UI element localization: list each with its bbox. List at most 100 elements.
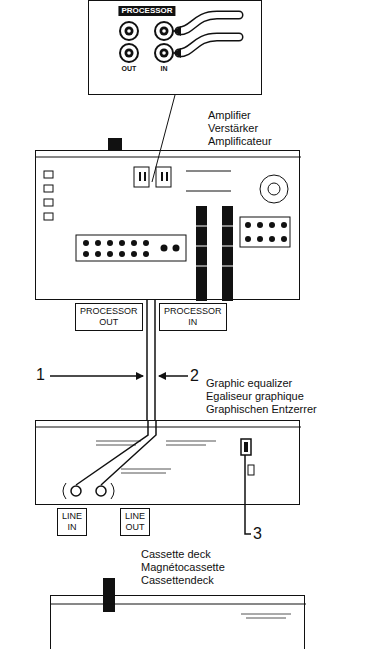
line-art xyxy=(143,251,149,257)
callout-number: 2 xyxy=(190,367,199,385)
line-art xyxy=(44,185,53,192)
line-art xyxy=(121,469,171,470)
line-art xyxy=(96,445,136,446)
line-art xyxy=(196,206,207,301)
line-art xyxy=(245,222,251,228)
line-art xyxy=(161,172,163,181)
jack-label-text: LINE IN xyxy=(62,511,82,533)
line-art xyxy=(162,51,166,55)
line-art xyxy=(155,22,173,40)
device-heading: Cassette deckMagnétocassetteCassettendec… xyxy=(141,548,225,587)
device-name: Egaliseur graphique xyxy=(206,390,317,403)
line-art xyxy=(281,236,287,242)
device-name: Cassettendeck xyxy=(141,574,225,587)
line-art xyxy=(166,441,216,442)
line-art xyxy=(179,15,239,53)
line-art xyxy=(127,29,131,33)
line-art xyxy=(257,236,263,242)
jack-label: LINE OUT xyxy=(120,508,150,536)
line-art xyxy=(139,172,141,181)
jack-name: PROCESSOR xyxy=(118,6,175,16)
device-name: Amplifier xyxy=(208,109,272,122)
line-art xyxy=(179,37,239,53)
line-art xyxy=(44,167,290,261)
line-art xyxy=(120,44,138,62)
line-art xyxy=(36,157,301,158)
line-art xyxy=(269,236,275,242)
line-art xyxy=(71,486,81,496)
line-art xyxy=(143,240,149,246)
line-art xyxy=(44,171,53,178)
jack-name: OUT xyxy=(122,64,137,73)
line-art xyxy=(196,266,207,267)
line-art xyxy=(144,172,146,181)
line-art xyxy=(186,171,231,172)
device-name: Magnétocassette xyxy=(141,561,225,574)
line-art xyxy=(44,199,53,206)
device-name: Graphic equalizer xyxy=(206,377,317,390)
line-art xyxy=(222,206,233,301)
callout-arrow xyxy=(159,375,188,377)
line-art xyxy=(96,486,106,496)
callout-number: 3 xyxy=(253,525,262,543)
callout-arrow xyxy=(50,375,143,377)
line-art xyxy=(44,213,53,220)
line-art xyxy=(127,51,131,55)
line-art xyxy=(241,614,291,615)
line-art xyxy=(257,222,263,228)
line-art xyxy=(173,48,181,58)
line-art xyxy=(186,191,231,192)
jack-label-text: LINE OUT xyxy=(125,511,145,533)
line-art xyxy=(107,240,113,246)
line-art xyxy=(76,235,186,261)
line-art xyxy=(268,183,280,195)
device-heading: Graphic equalizerEgaliseur graphiqueGrap… xyxy=(206,377,317,416)
amplifier-drawing xyxy=(36,151,299,299)
line-art xyxy=(125,27,169,58)
line-art xyxy=(246,618,286,619)
line-art xyxy=(281,222,287,228)
line-art xyxy=(241,439,251,455)
line-art xyxy=(179,37,239,53)
cassette-unit: Cassette deckMagnétocassetteCassettendec… xyxy=(50,595,305,649)
line-art xyxy=(240,217,290,247)
line-art xyxy=(119,240,125,246)
line-art xyxy=(269,222,275,228)
line-art xyxy=(131,240,137,246)
line-art xyxy=(160,49,169,58)
audio-cable xyxy=(146,300,148,420)
line-art xyxy=(166,172,168,181)
jack-label: PROCESSOR OUT xyxy=(75,303,143,331)
callout-number: 1 xyxy=(36,366,45,384)
line-art xyxy=(71,486,106,496)
line-art xyxy=(244,442,248,452)
line-art xyxy=(222,246,233,247)
line-art xyxy=(260,175,288,203)
line-art xyxy=(196,246,207,247)
line-art xyxy=(245,236,251,242)
jack-closeup-box: PROCESSOROUTIN xyxy=(88,0,262,95)
line-art xyxy=(156,167,171,187)
line-art xyxy=(121,473,166,474)
line-art xyxy=(131,251,137,257)
line-art xyxy=(155,44,173,62)
line-art xyxy=(222,226,233,227)
line-art xyxy=(166,445,206,446)
line-art xyxy=(248,465,254,475)
line-art xyxy=(179,15,239,31)
line-art xyxy=(96,441,216,473)
line-art xyxy=(173,245,180,252)
line-art xyxy=(179,15,239,31)
jack-label: LINE IN xyxy=(57,508,87,536)
amplifier-unit: AmplifierVerstärkerAmplificateur xyxy=(35,150,300,300)
line-art xyxy=(125,49,134,58)
line-art xyxy=(222,266,233,267)
line-art xyxy=(162,29,166,33)
line-art xyxy=(63,483,66,499)
line-art xyxy=(120,22,138,40)
line-art xyxy=(196,226,207,227)
line-art xyxy=(83,240,89,246)
line-art xyxy=(101,421,156,485)
cassette-drawing xyxy=(51,596,304,649)
